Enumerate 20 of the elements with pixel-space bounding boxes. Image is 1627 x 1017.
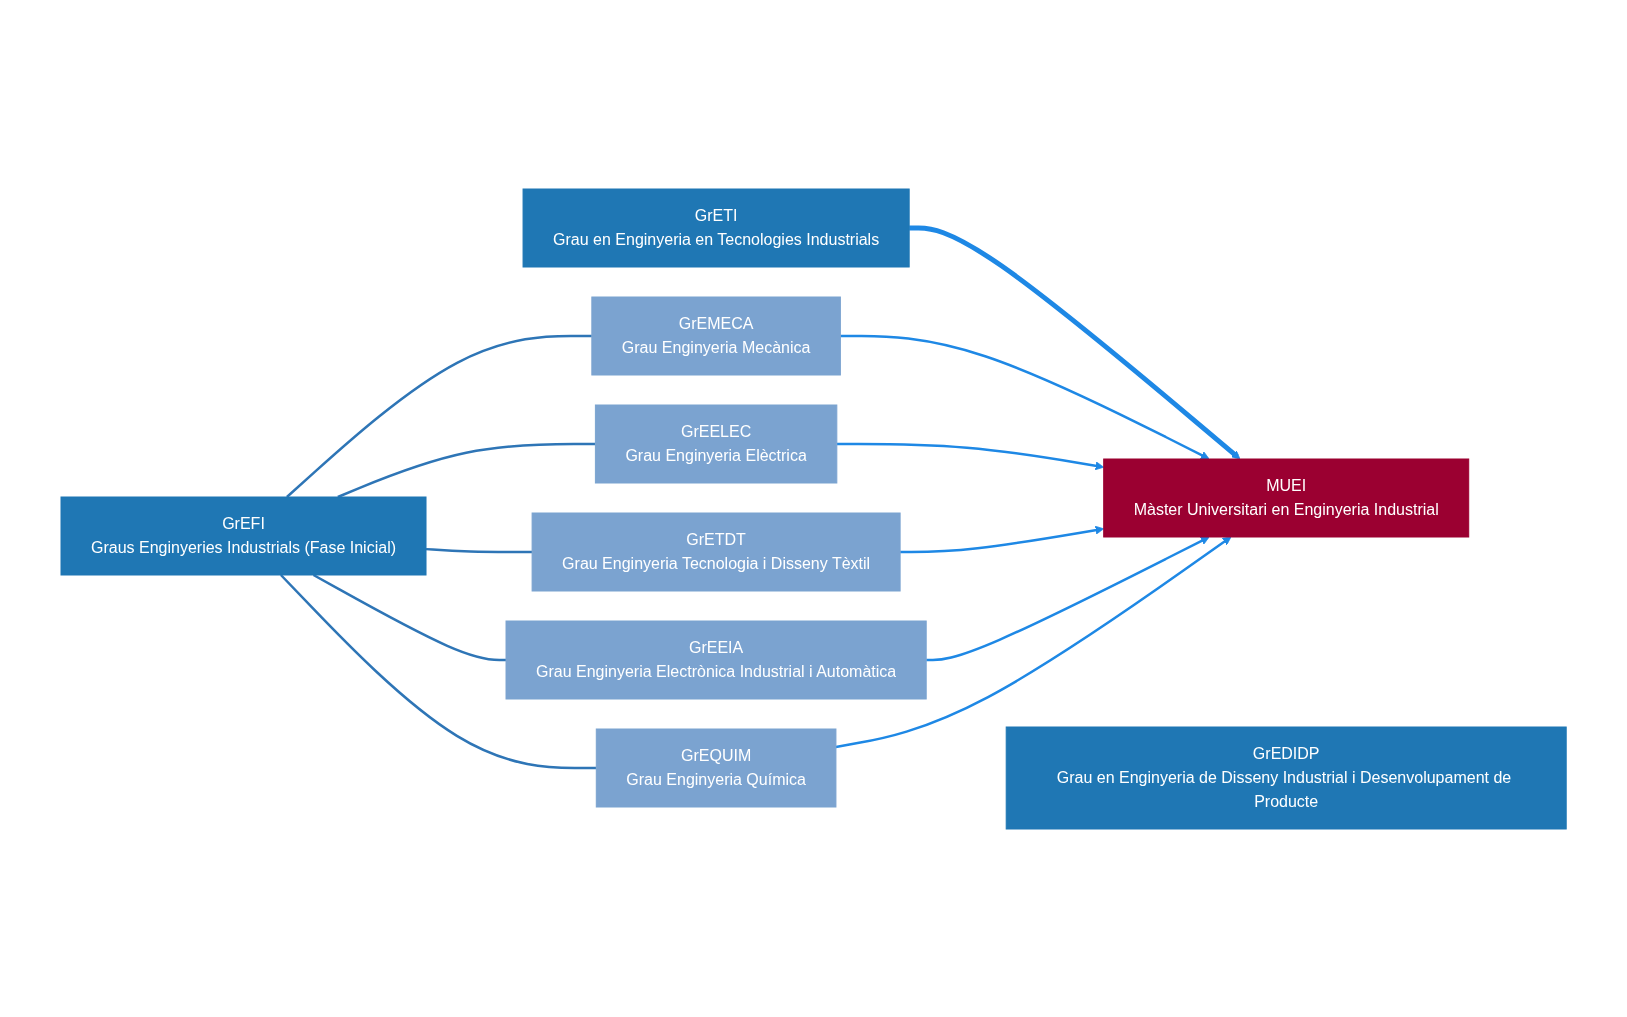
node-box: GrETDT Grau Enginyeria Tecnologia i Disseny Tèxtil — [531, 512, 901, 591]
node-box: MUEI Màster Universitari en Enginyeria Industrial — [1103, 458, 1470, 537]
connector — [285, 334, 592, 498]
connector — [337, 442, 596, 498]
node-box: GrEQUIM Grau Enginyeria Química — [595, 728, 837, 807]
arrow — [836, 442, 1104, 470]
node-box: GrETI Grau en Enginyeria en Tecnologies Industrials — [522, 188, 910, 267]
connector — [425, 547, 532, 553]
arrow — [909, 225, 1241, 459]
node-box: GrEFI Graus Enginyeries Industrials (Fase Inicial) — [60, 496, 427, 575]
connector — [312, 573, 506, 661]
node-box: GrEEIA Grau Enginyeria Electrònica Industrial i Automàtica — [505, 620, 927, 699]
node-box: GrEMECA Grau Enginyeria Mecànica — [591, 296, 841, 375]
arrow — [840, 334, 1210, 459]
node-box: GrEELEC Grau Enginyeria Elèctrica — [594, 404, 838, 483]
connector — [279, 573, 597, 769]
node-box: GrEDIDP Grau en Enginyeria de Disseny Industrial i Desenvolupament de Producte — [1005, 726, 1567, 829]
arrow — [926, 536, 1210, 661]
arrow — [835, 536, 1232, 748]
arrow — [900, 525, 1104, 553]
